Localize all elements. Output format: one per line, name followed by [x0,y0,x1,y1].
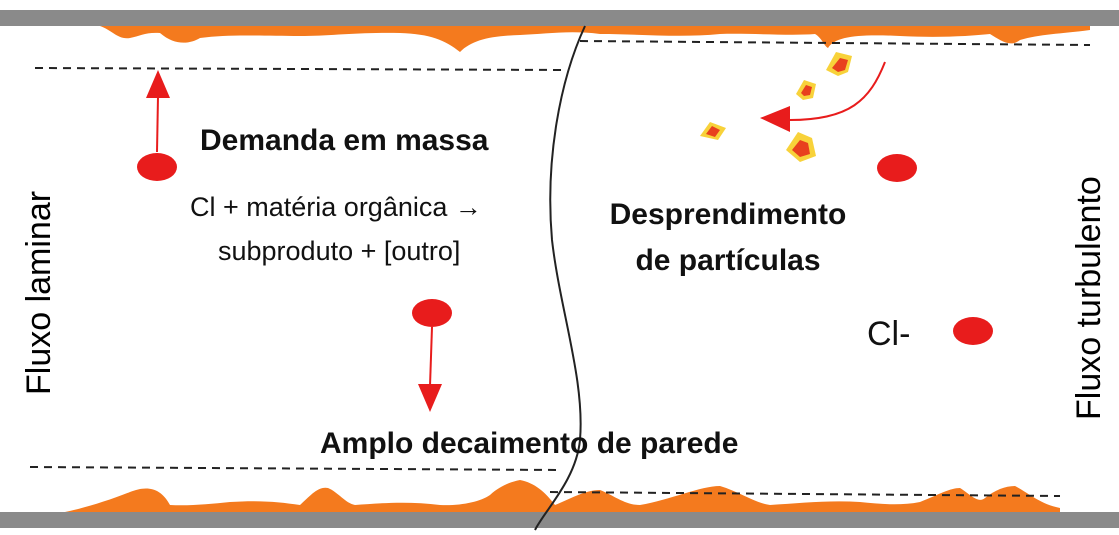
bottom-biofilm [65,480,1060,512]
wall-decay-label: Amplo decaimento de parede [320,427,739,460]
top-right-boundary-line [579,40,1091,46]
particle-icon [700,122,726,140]
curved-arrow-shaft [789,61,886,121]
bottom-left-boundary-line [29,466,561,471]
particle-icon [786,132,816,162]
top-left-boundary-line [34,67,566,71]
chlorine-label: Cl- [867,315,911,353]
top-biofilm [100,26,1090,52]
down-arrow-head [418,384,442,412]
flow-separation-curve [534,25,586,531]
particle-icon [826,52,852,76]
chlorine-dot-left-top [137,153,177,181]
detachment-label-line-2: de partículas [635,244,821,277]
chlorine-dot-right-bottom [953,317,993,345]
mass-demand-label: Demanda em massa [200,124,489,157]
curved-arrow-head [760,106,790,132]
reaction-line-2: subproduto + [outro] [218,236,461,266]
chlorine-dot-right-top [877,154,917,182]
chlorine-dot-left-bottom [412,299,452,327]
bottom-pipe-wall [0,512,1119,528]
bottom-right-boundary-line [549,491,1061,497]
laminar-flow-label: Fluxo laminar [20,190,58,395]
detachment-label-line-1: Desprendimento [609,198,847,231]
particle-icon [796,80,816,100]
up-arrow-head [146,70,170,98]
down-arrow-shaft [429,326,433,387]
up-arrow-shaft [156,95,159,153]
top-pipe-wall [0,10,1119,26]
reaction-line-1: Cl + matéria orgânica → [190,192,482,222]
turbulent-flow-label: Fluxo turbulento [1070,176,1108,420]
